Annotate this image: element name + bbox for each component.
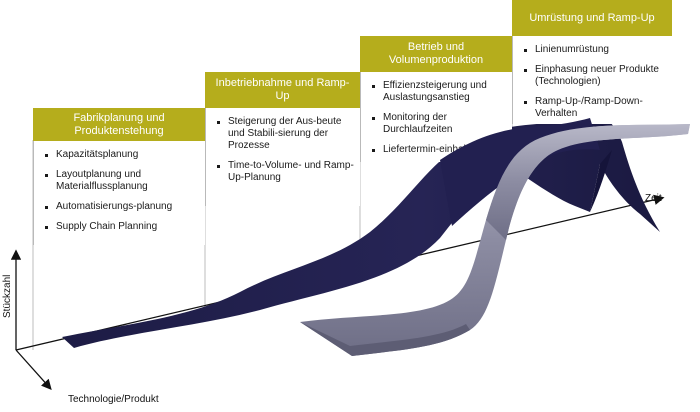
x-axis	[15, 349, 52, 390]
phase-body: Steigerung der Aus-beute und Stabili-sie…	[205, 108, 360, 206]
phase-factory-planning: Fabrikplanung und Produktenstehung Kapaz…	[33, 108, 205, 245]
time-axis-label: Zeit	[645, 193, 662, 204]
phase-item: Layoutplanung und Materialflussplanung	[42, 169, 199, 193]
phase-commissioning: Inbetriebnahme und Ramp-Up Steigerung de…	[205, 72, 360, 206]
phase-changeover: Umrüstung und Ramp-Up Linienumrüstung Ei…	[512, 0, 672, 124]
phase-item: Automatisierungs-planung	[42, 201, 199, 213]
phase-header: Betrieb und Volumenproduktion	[360, 36, 512, 72]
phase-item-list: Kapazitätsplanung Layoutplanung und Mate…	[42, 149, 199, 233]
phase-body: Kapazitätsplanung Layoutplanung und Mate…	[33, 141, 205, 245]
phase-item-list: Linienumrüstung Einphasung neuer Produkt…	[521, 44, 666, 120]
grey-ribbon-edge	[300, 322, 470, 356]
y-axis-label: Stückzahl	[2, 274, 13, 318]
phase-item: Liefertermin-einhaltung	[369, 144, 506, 156]
phase-header: Inbetriebnahme und Ramp-Up	[205, 72, 360, 108]
phase-header: Umrüstung und Ramp-Up	[512, 0, 672, 36]
phase-body: Effizienzsteigerung und Auslastungsansti…	[360, 72, 512, 162]
phase-item: Steigerung der Aus-beute und Stabili-sie…	[214, 116, 354, 152]
phase-item: Effizienzsteigerung und Auslastungsansti…	[369, 80, 506, 104]
phase-body: Linienumrüstung Einphasung neuer Produkt…	[512, 36, 672, 124]
phase-item: Time-to-Volume- und Ramp-Up-Planung	[214, 160, 354, 184]
phase-item: Supply Chain Planning	[42, 221, 199, 233]
phase-header: Fabrikplanung und Produktenstehung	[33, 108, 205, 141]
grey-ribbon	[300, 124, 690, 356]
phase-item: Monitoring der Durchlaufzeiten	[369, 112, 506, 136]
phase-item: Linienumrüstung	[521, 44, 666, 56]
phase-operation: Betrieb und Volumenproduktion Effizienzs…	[360, 36, 512, 162]
phase-item: Einphasung neuer Produkte (Technologien)	[521, 64, 666, 88]
phase-item-list: Steigerung der Aus-beute und Stabili-sie…	[214, 116, 354, 184]
x-axis-label: Technologie/Produkt	[68, 394, 159, 405]
phase-item: Kapazitätsplanung	[42, 149, 199, 161]
phase-item: Ramp-Up-/Ramp-Down-Verhalten	[521, 96, 666, 120]
phase-item-list: Effizienzsteigerung und Auslastungsansti…	[369, 80, 506, 156]
